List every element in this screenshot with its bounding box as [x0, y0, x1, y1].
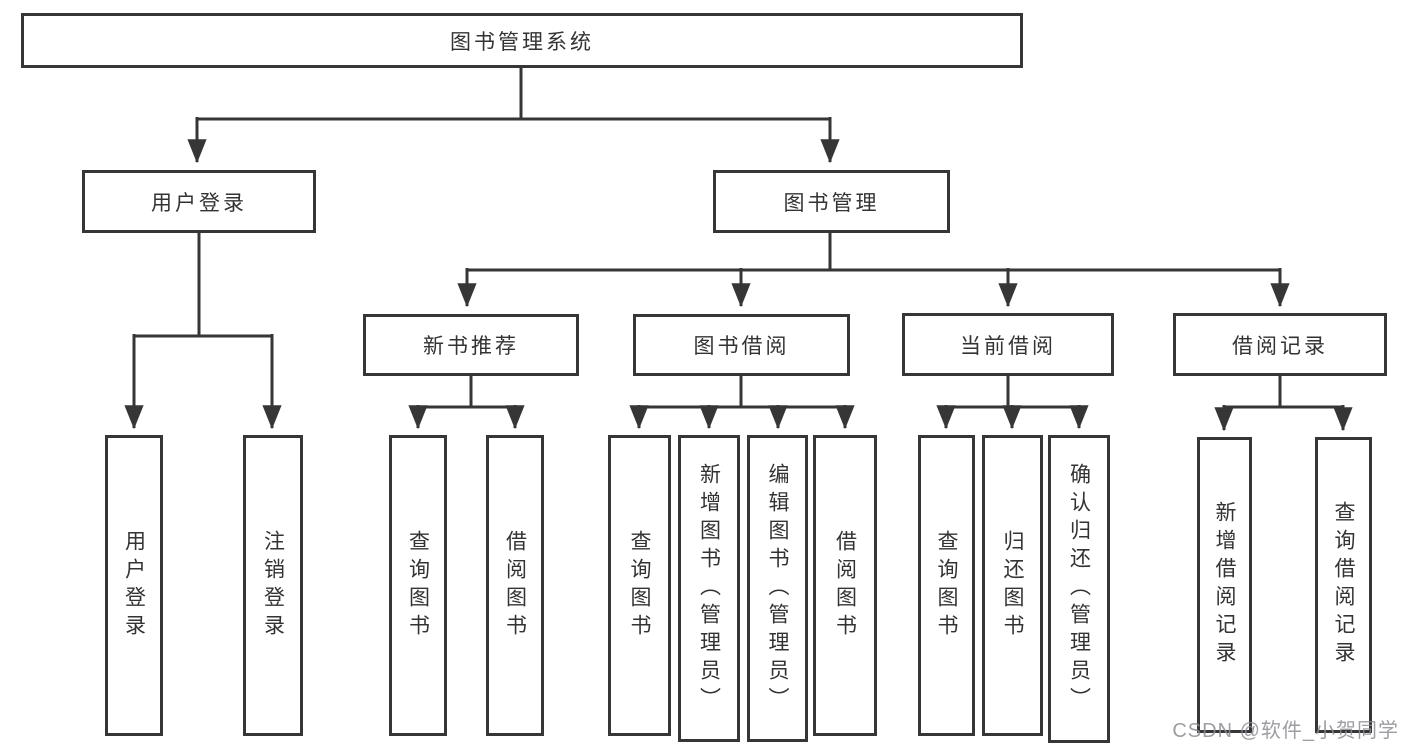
leaf-recommend-borrow-books-label: 借阅图书 — [503, 529, 527, 642]
node-borrow-records: 借阅记录 — [1173, 313, 1387, 376]
leaf-return-books-label: 归还图书 — [1001, 529, 1024, 642]
leaf-borrow-books: 借阅图书 — [813, 435, 877, 736]
node-new-book-recommend-label: 新书推荐 — [423, 335, 519, 358]
leaf-edit-books-admin: 编辑图书（管理员） — [747, 435, 808, 742]
node-borrow-records-label: 借阅记录 — [1232, 334, 1328, 358]
leaf-current-query-books-label: 查询图书 — [935, 529, 958, 642]
node-current-borrow: 当前借阅 — [902, 313, 1114, 376]
leaf-add-books-admin-label: 新增图书（管理员） — [697, 462, 721, 715]
leaf-confirm-return-admin: 确认归还（管理员） — [1048, 435, 1110, 743]
node-current-borrow-label: 当前借阅 — [960, 334, 1056, 358]
node-user-login-label: 用户登录 — [151, 191, 247, 215]
leaf-add-borrow-record-label: 新增借阅记录 — [1213, 501, 1236, 669]
leaf-logout-label: 注销登录 — [261, 529, 285, 642]
leaf-add-borrow-record: 新增借阅记录 — [1197, 437, 1252, 733]
leaf-add-books-admin: 新增图书（管理员） — [678, 435, 740, 742]
leaf-user-login: 用户登录 — [105, 435, 163, 736]
node-book-borrow-label: 图书借阅 — [693, 335, 790, 358]
node-book-management: 图书管理 — [713, 170, 950, 233]
node-book-management-label: 图书管理 — [783, 191, 880, 215]
leaf-recommend-borrow-books: 借阅图书 — [486, 435, 544, 736]
leaf-borrow-query-books-label: 查询图书 — [628, 529, 651, 642]
leaf-logout: 注销登录 — [243, 435, 303, 736]
leaf-current-query-books: 查询图书 — [918, 435, 975, 736]
node-new-book-recommend: 新书推荐 — [363, 314, 579, 376]
leaf-query-borrow-record-label: 查询借阅记录 — [1332, 501, 1355, 669]
leaf-query-borrow-record: 查询借阅记录 — [1315, 437, 1372, 733]
leaf-user-login-label: 用户登录 — [122, 529, 146, 642]
node-root: 图书管理系统 — [21, 13, 1023, 68]
leaf-confirm-return-admin-label: 确认归还（管理员） — [1067, 463, 1091, 715]
leaf-return-books: 归还图书 — [982, 435, 1043, 736]
leaf-recommend-query-books: 查询图书 — [389, 435, 447, 736]
leaf-edit-books-admin-label: 编辑图书（管理员） — [766, 462, 789, 715]
leaf-borrow-books-label: 借阅图书 — [833, 529, 857, 642]
node-user-login: 用户登录 — [82, 170, 316, 233]
node-book-borrow: 图书借阅 — [633, 314, 850, 376]
leaf-recommend-query-books-label: 查询图书 — [406, 529, 430, 642]
csdn-watermark: CSDN @软件_小贺同学 — [1172, 720, 1399, 742]
leaf-borrow-query-books: 查询图书 — [608, 435, 671, 736]
node-root-label: 图书管理系统 — [450, 30, 594, 54]
